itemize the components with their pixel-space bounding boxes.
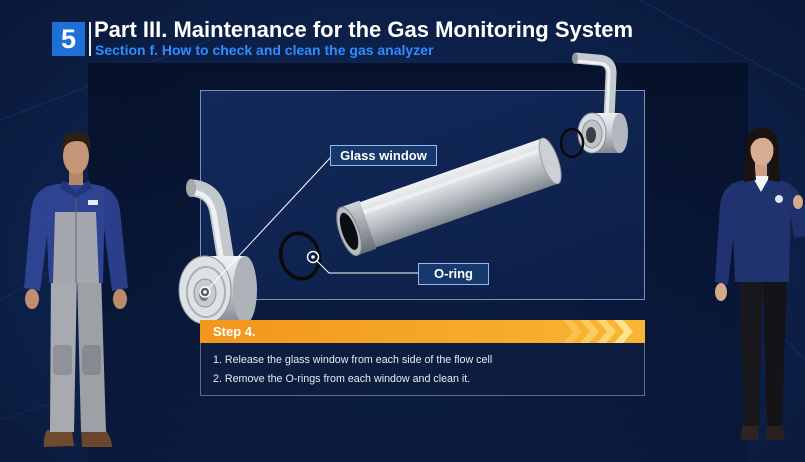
male-left-shoe xyxy=(43,430,74,447)
female-shirt-collar xyxy=(752,176,770,192)
male-left-hand xyxy=(25,289,39,309)
o-ring-leader-line xyxy=(316,260,418,274)
male-left-arm xyxy=(24,188,49,291)
female-left-shoe xyxy=(740,424,759,440)
female-chest-badge xyxy=(775,195,783,203)
left-fitting-back xyxy=(233,256,257,324)
female-right-shoe xyxy=(766,424,785,440)
female-right-hand xyxy=(793,195,803,209)
chevron-arrows-icon xyxy=(563,320,633,343)
female-right-leg xyxy=(763,276,787,426)
tube-right-end xyxy=(538,137,562,185)
male-hair xyxy=(61,131,91,153)
female-left-hand xyxy=(715,283,727,301)
right-fitting-window xyxy=(586,127,596,143)
left-pipe-end xyxy=(186,179,196,197)
male-presenter xyxy=(24,131,128,447)
glass-window-callout-label: Glass window xyxy=(330,145,437,166)
female-left-leg xyxy=(740,276,763,426)
female-right-forearm xyxy=(794,205,805,238)
male-chest-badge xyxy=(88,200,98,205)
male-left-knee-pad xyxy=(53,345,72,375)
chevron-icon xyxy=(614,320,633,343)
female-presenter xyxy=(715,128,805,440)
right-pipe xyxy=(574,52,617,119)
male-right-hand xyxy=(113,289,127,309)
right-pipe-end xyxy=(572,53,578,64)
page-subtitle: Section f. How to check and clean the ga… xyxy=(95,42,434,58)
o-ring-marker-dot xyxy=(311,255,315,259)
flow-cell-tube xyxy=(336,137,562,257)
left-fitting-ring xyxy=(186,266,226,318)
tube-opening xyxy=(339,212,359,250)
page-title: Part III. Maintenance for the Gas Monito… xyxy=(94,17,634,42)
female-hair-fringe xyxy=(750,131,775,148)
instruction-item: 1. Release the glass window from each si… xyxy=(213,354,493,366)
step-instructions-box: 1. Release the glass window from each si… xyxy=(200,343,645,396)
chevron-icon xyxy=(580,320,599,343)
left-pipe-highlight xyxy=(192,189,225,263)
instruction-item: 2. Remove the O-rings from each window a… xyxy=(213,373,471,385)
right-fitting-back xyxy=(612,113,628,153)
right-pipe-fitting xyxy=(572,52,628,154)
male-right-knee-pad xyxy=(82,345,101,375)
chevron-icon xyxy=(563,320,582,343)
left-o-ring xyxy=(278,231,322,281)
glass-window-marker-dot xyxy=(203,290,207,294)
section-number-badge: 5 xyxy=(52,22,85,56)
right-o-ring xyxy=(559,127,585,159)
female-jacket xyxy=(731,178,791,282)
male-collar xyxy=(60,180,92,198)
o-ring-callout-label: O-ring xyxy=(418,263,489,285)
title-divider xyxy=(89,22,91,56)
step-header-bar: Step 4. xyxy=(200,320,645,343)
female-face xyxy=(750,134,774,166)
tube-shine xyxy=(362,149,539,215)
chevron-icon xyxy=(597,320,616,343)
male-right-arm xyxy=(103,188,128,291)
streak xyxy=(639,0,805,91)
male-right-shoe xyxy=(81,430,112,447)
left-pipe-fitting xyxy=(178,179,257,325)
step-label: Step 4. xyxy=(213,324,256,339)
female-left-arm xyxy=(715,185,736,285)
glass-window-leader-line xyxy=(207,156,332,290)
right-pipe-highlight xyxy=(575,59,611,117)
left-pipe xyxy=(190,179,235,264)
tube-body xyxy=(342,138,559,254)
male-face xyxy=(63,138,89,174)
female-neck xyxy=(755,162,767,176)
male-neck xyxy=(69,170,83,185)
